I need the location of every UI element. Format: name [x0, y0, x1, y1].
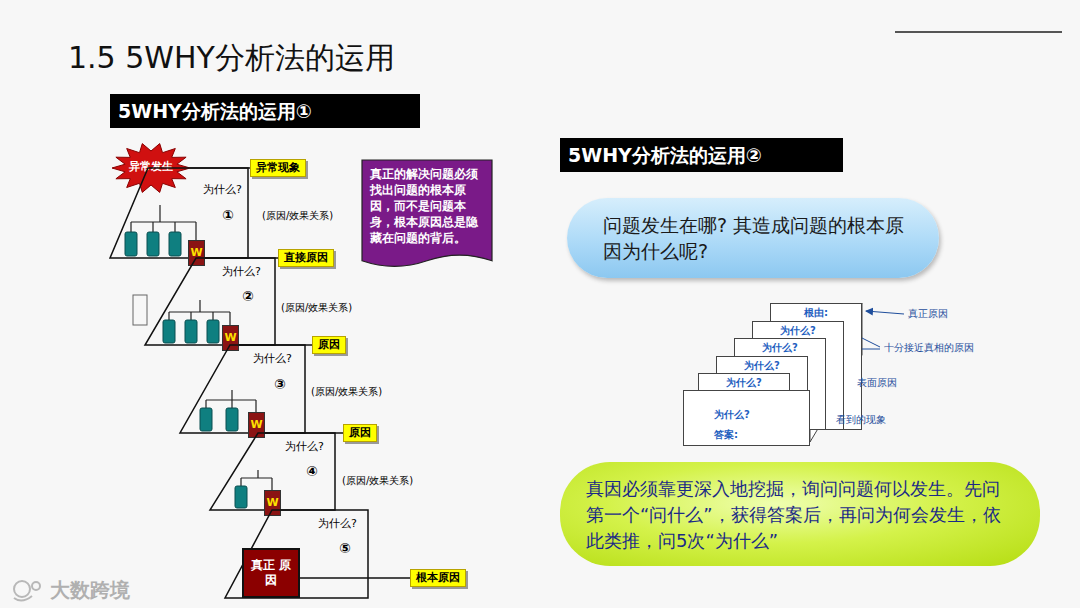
stage-triangle-outline — [110, 168, 248, 258]
why-question: 为什么? — [285, 439, 324, 454]
why-box: W — [188, 240, 205, 266]
section-banner: 5WHY分析法的运用① — [110, 94, 420, 128]
node-text: 为什么? — [744, 360, 780, 371]
summary-bubble: 真因必须靠更深入地挖掘，询问问题何以发生。先问第一个“问什么”，获得答案后，再问… — [560, 462, 1040, 566]
why-question: 为什么? — [203, 182, 242, 197]
layer-note: 表面原因 — [857, 376, 897, 390]
stage-triangle-outline — [145, 258, 275, 345]
node-text: 根本原因 — [416, 571, 460, 584]
relation-note: (原因/效果关系) — [281, 301, 352, 315]
level-tag: 异常现象 — [250, 159, 306, 177]
node-text: 真正 原因 — [251, 558, 291, 587]
why-question: 为什么? — [318, 516, 357, 531]
question-bubble: 问题发生在哪? 其造成问题的根本原因为什么呢? — [567, 198, 939, 278]
node-text: 5WHY分析法的运用② — [568, 144, 762, 166]
note-callout: 真正的解决问题必须找出问题的根本原因，而不是问题本身，根本原因总是隐藏在问题的背… — [362, 160, 492, 272]
step-number: ③ — [274, 376, 286, 392]
step-number: ② — [242, 288, 254, 304]
level-tag: 原因 — [343, 424, 377, 442]
why-question: 为什么? — [253, 351, 292, 366]
answer-box: 为什么?答案: — [683, 390, 810, 446]
empty-frame — [133, 295, 147, 325]
node-text: 答案: — [714, 425, 809, 445]
relation-note: (原因/效果关系) — [262, 209, 333, 223]
section-banner: 5WHY分析法的运用② — [560, 138, 843, 172]
node-text: 真因必须靠更深入地挖掘，询问问题何以发生。先问第一个“问什么”，获得答案后，再问… — [586, 478, 1001, 551]
tree-lines — [131, 205, 272, 490]
node-text: 为什么? — [714, 405, 809, 425]
node-text: 根由: — [804, 307, 828, 318]
node-text: W — [266, 496, 278, 509]
node-text: 5WHY分析法的运用① — [118, 100, 312, 122]
step-number: ① — [222, 207, 234, 223]
watermark-logo — [14, 581, 40, 601]
node-text: W — [190, 246, 202, 259]
level-tag: 原因 — [312, 336, 346, 354]
level-tag: 直接原因 — [278, 249, 334, 267]
relation-note: (原因/效果关系) — [342, 474, 413, 488]
node-text: 直接原因 — [284, 251, 328, 264]
stage-triangle-outline — [180, 345, 305, 433]
node-text: 问题发生在哪? 其造成问题的根本原因为什么呢? — [603, 214, 904, 262]
node-text: 为什么? — [726, 377, 762, 388]
node-text: 为什么? — [762, 342, 798, 353]
step-number: ⑤ — [339, 540, 351, 556]
page-title: 1.5 5WHY分析法的运用 — [68, 38, 395, 79]
callout-fill — [362, 160, 492, 266]
stage-triangle-outline — [225, 510, 368, 598]
stage-triangle: 为什么? ⑤ 真正 原因 — [225, 510, 368, 598]
stage-triangle: 为什么? ② — [145, 258, 275, 345]
layer-note: 看到的现象 — [836, 413, 886, 427]
level-tag: 根本原因 — [410, 569, 466, 587]
stage-triangle: 为什么? ① — [110, 168, 248, 258]
layer-note: 十分接近真相的原因 — [884, 341, 974, 355]
callout-text: 真正的解决问题必须找出问题的根本原因，而不是问题本身，根本原因总是隐藏在问题的背… — [370, 167, 478, 245]
connector-line — [300, 577, 410, 579]
header-rule — [895, 31, 1062, 33]
node-text: 异常现象 — [256, 161, 300, 174]
step-number: ④ — [306, 463, 318, 479]
node-text: W — [250, 418, 262, 431]
node-text: 原因 — [318, 338, 340, 351]
why-box: W — [222, 325, 239, 351]
stage-triangle-outline — [210, 433, 335, 510]
layer-note: 真正原因 — [908, 307, 948, 321]
watermark: 大数跨境 — [50, 577, 130, 604]
root-cause-box: 真正 原因 — [242, 548, 300, 598]
stage-triangle: 为什么? ③ — [180, 345, 305, 433]
event-text: 异常发生 — [112, 160, 190, 174]
node-text: W — [224, 331, 236, 344]
relation-note: (原因/效果关系) — [311, 385, 382, 399]
node-text: 原因 — [349, 426, 371, 439]
why-question: 为什么? — [222, 264, 261, 279]
node-text: 为什么? — [780, 325, 816, 336]
why-box: W — [264, 490, 281, 516]
